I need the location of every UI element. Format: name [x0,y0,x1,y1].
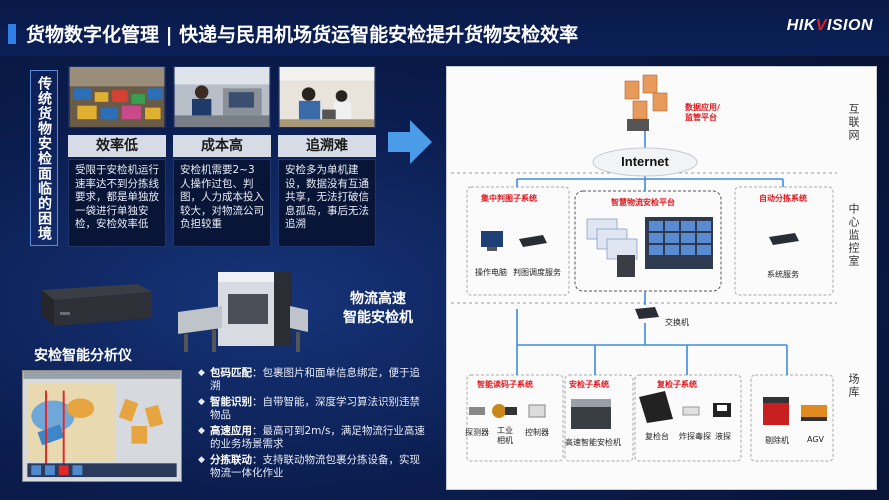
office-photo [278,66,376,128]
diamond-bullet-icon: ◆ [198,397,205,407]
detector-label: 探测器 [465,428,489,437]
scanner-label-line1: 物流高速 [350,291,406,307]
feature-term: 包码匹配 [210,367,252,379]
liquid-label: 液探 [715,432,731,441]
zone-internet: 互联网 [847,103,860,142]
feature-term: 高速应用 [210,425,252,437]
data-platform-label: 数据应用/监管平台 [685,103,720,122]
scanner-label-line2: 智能安检机 [343,310,413,326]
feature-text: ：支持联动物流包裹分拣设备，实现物流一体化作业 [210,454,420,479]
camera-label-2: 相机 [497,436,513,445]
desk-label: 复检台 [645,432,669,441]
title-accent-bar [8,24,16,44]
card-caption: 效率低 [68,135,166,157]
scanner-device-label: 高速智能安检机 [565,438,621,447]
diamond-bullet-icon: ◆ [198,368,205,378]
card-description: 安检多为单机建设，数据没有互通共享，无法打破信息孤岛，事后无法追溯 [278,159,376,247]
judge-system-label: 集中判图子系统 [481,194,537,203]
analyzer-title: 安检智能分析仪 [34,348,132,364]
zone-warehouse: 场库 [847,373,860,399]
feature-text: ：包裹图片和面单信息绑定，便于追溯 [210,367,420,392]
xray-scanner-image [178,272,308,352]
feature-term: 智能识别 [210,396,252,408]
warehouse-photo [68,66,166,128]
challenges-label-box: 传统货物安检面临的困境 [30,70,58,246]
hikvision-logo: HIKVISION [786,17,873,34]
card-cost: 成本高 安检机需要2~3人操作过包、判图，人力成本投入较大，对物流公司负担较重 [173,66,271,247]
sys-server-label: 系统服务 [767,270,799,279]
feature-list: ◆ 包码匹配：包裹图片和面单信息绑定，便于追溯 ◆ 智能识别：自带智能，深度学习… [198,367,430,483]
controller-label: 控制器 [525,428,549,437]
diagram-lines [451,74,837,462]
platform-label: 智慧物流安检平台 [611,198,675,207]
inspect-system-label: 安检子系统 [569,380,609,389]
arrow-right-icon [388,120,432,164]
challenges-label: 传统货物安检面临的困境 [36,75,52,241]
card-caption: 追溯难 [278,135,376,157]
internet-label: Internet [621,154,669,169]
camera-label-1: 工业 [497,426,513,435]
feature-item: ◆ 分拣联动：支持联动物流包裹分拣设备，实现物流一体化作业 [198,454,430,480]
analyzer-box-image [42,284,152,326]
analyzer-screenshot [22,370,182,482]
feature-item: ◆ 高速应用：最高可到2m/s，满足物流行业高速的业务场景需求 [198,425,430,451]
scanner-label: 物流高速 智能安检机 [334,290,422,328]
pc-label: 操作电脑 [475,268,507,277]
agv-label: AGV [807,435,825,444]
diamond-bullet-icon: ◆ [198,426,205,436]
feature-text: ：自带智能，深度学习算法识别违禁物品 [210,396,420,421]
operator-photo [173,66,271,128]
recheck-system-label: 复检子系统 [657,380,697,389]
architecture-diagram: 数据应用/监管平台 Internet 互联网 中心监控室 场库 集中判图子系统 … [446,66,877,490]
sorting-system-label: 自动分拣系统 [759,194,807,203]
switch-label: 交换机 [665,318,689,327]
feature-term: 分拣联动 [210,454,252,466]
card-traceability: 追溯难 安检多为单机建设，数据没有互通共享，无法打破信息孤岛，事后无法追溯 [278,66,376,247]
feature-item: ◆ 包码匹配：包裹图片和面单信息绑定，便于追溯 [198,367,430,393]
reader-system-label: 智能读码子系统 [477,380,533,389]
card-description: 安检机需要2~3人操作过包、判图，人力成本投入较大，对物流公司负担较重 [173,159,271,247]
feature-item: ◆ 智能识别：自带智能，深度学习算法识别违禁物品 [198,396,430,422]
diamond-bullet-icon: ◆ [198,455,205,465]
judge-server-label: 判图调度服务 [513,268,561,277]
title-bar: 货物数字化管理 | 快递与民用机场货运智能安检提升货物安检效率 HIKVISIO… [0,0,889,56]
rejector-label: 剔除机 [765,436,789,445]
card-efficiency: 效率低 受限于安检机运行速率达不到分拣线要求，都是单独放一袋进行单独安检，安检效… [68,66,166,247]
zone-control-room: 中心监控室 [847,203,860,268]
card-caption: 成本高 [173,135,271,157]
page-title: 货物数字化管理 | 快递与民用机场货运智能安检提升货物安检效率 [26,24,579,46]
feature-text: ：最高可到2m/s，满足物流行业高速的业务场景需求 [210,425,425,450]
explosive-label: 炸探毒探 [679,432,711,441]
card-description: 受限于安检机运行速率达不到分拣线要求，都是单独放一袋进行单独安检，安检效率低 [68,159,166,247]
